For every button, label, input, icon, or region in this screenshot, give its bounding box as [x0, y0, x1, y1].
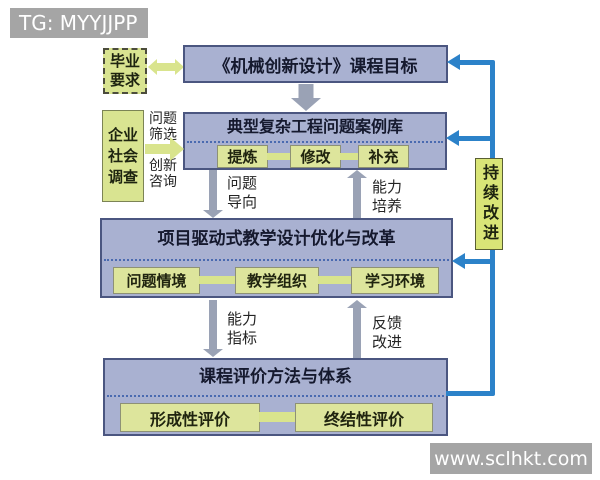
feedback-improvement-label: 反馈 改进: [372, 314, 403, 351]
tg-watermark-badge: TG: MYYJJPP: [10, 8, 148, 38]
sub-box-modify: 修改: [290, 145, 341, 168]
sub-box-formative-evaluation: 形成性评价: [120, 403, 260, 432]
problem-oriented-arrow: [203, 170, 223, 218]
arrow-shaft: [157, 63, 175, 71]
case-library-title: 典型复杂工程问题案例库: [226, 117, 403, 136]
arrow-right-head: [175, 59, 184, 75]
connector: [340, 153, 359, 160]
loop-arrow-to-objectives: [447, 54, 460, 70]
feedback-improvement-arrow: [347, 300, 367, 358]
dotted-divider: [187, 141, 443, 143]
problem-oriented-label: 问题 导向: [227, 174, 258, 211]
sub-box-supplement: 补充: [358, 145, 409, 168]
ability-cultivation-label: 能力 培养: [372, 178, 403, 215]
teaching-design-title: 项目驱动式教学设计优化与改革: [157, 229, 396, 249]
ability-index-label: 能力 指标: [227, 310, 258, 347]
arrow-left-head: [148, 59, 157, 75]
arrow-shaft: [209, 300, 217, 350]
arrow-down-head: [291, 98, 321, 111]
ability-index-arrow: [203, 300, 223, 357]
arrow-up-head: [347, 170, 367, 178]
sub-box-summative-evaluation: 终结性评价: [295, 403, 433, 432]
connector: [267, 153, 291, 160]
loop-top-segment: [458, 60, 492, 65]
loop-bottom-segment: [446, 391, 492, 396]
evaluation-title: 课程评价方法与体系: [199, 367, 352, 387]
arrow-shaft: [209, 170, 217, 211]
enterprise-society-survey-box: 企业 社会 调查: [102, 110, 144, 202]
loop-arrow-to-teaching: [452, 253, 465, 269]
loop-mid-segment-teaching: [463, 259, 492, 264]
innovation-consulting-label: 创新 咨询: [149, 158, 177, 191]
graduation-requirements-box: 毕业 要求: [103, 48, 147, 94]
course-objectives-box: 《机械创新设计》课程目标: [183, 45, 448, 83]
loop-arrow-to-cases: [446, 130, 459, 146]
continuous-improvement-box: 持续改进: [475, 158, 503, 250]
arrow-right-head: [170, 137, 184, 161]
teaching-design-box: 项目驱动式教学设计优化与改革 问题情境 教学组织 学习环境: [100, 218, 453, 298]
connector: [199, 276, 236, 284]
sub-box-teaching-organization: 教学组织: [235, 267, 319, 294]
dotted-divider: [107, 395, 444, 397]
graduation-double-arrow: [148, 59, 184, 75]
dotted-divider: [104, 259, 449, 261]
survey-to-cases-arrow: [145, 137, 184, 161]
arrow-shaft: [353, 307, 361, 358]
arrow-shaft: [353, 177, 361, 218]
objectives-to-cases-arrow: [291, 84, 321, 111]
arrow-up-head: [347, 300, 367, 308]
sub-box-problem-situation: 问题情境: [113, 267, 200, 294]
connector: [259, 412, 296, 422]
sub-box-learning-environment: 学习环境: [351, 267, 439, 294]
arrow-shaft: [145, 144, 170, 154]
arrow-shaft: [298, 84, 314, 99]
connector: [318, 276, 352, 284]
loop-mid-segment-cases: [457, 136, 492, 141]
ability-cultivation-arrow: [347, 170, 367, 218]
evaluation-box: 课程评价方法与体系 形成性评价 终结性评价: [103, 358, 448, 436]
sub-box-refine: 提炼: [217, 145, 268, 168]
arrow-down-head: [203, 349, 223, 357]
case-library-box: 典型复杂工程问题案例库 提炼 修改 补充: [183, 112, 447, 170]
site-watermark-badge: www.sclhkt.com: [430, 443, 592, 474]
arrow-down-head: [203, 210, 223, 218]
